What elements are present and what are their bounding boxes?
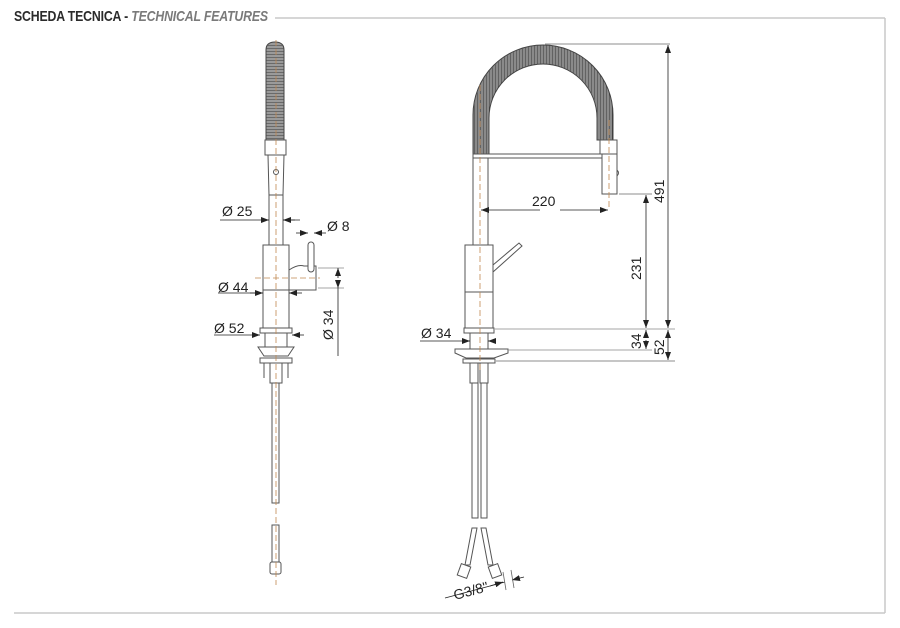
frame	[14, 17, 886, 614]
dim-connection: G3/8"	[452, 578, 490, 603]
dim-body-diameter: Ø 44	[218, 279, 249, 295]
dim-base-diameter: Ø 52	[214, 320, 245, 336]
dim-lever-diameter: Ø 8	[327, 218, 350, 234]
dim-spout-height: 231	[628, 256, 644, 280]
title-separator: -	[120, 8, 132, 25]
side-view-dimensions	[214, 217, 344, 356]
page-title: SCHEDA TECNICA - TECHNICAL FEATURES	[14, 8, 268, 25]
dim-ring-height: 34	[628, 333, 644, 349]
front-view	[454, 44, 619, 579]
side-view	[255, 40, 320, 585]
dim-total-height: 491	[651, 179, 667, 203]
dim-shank-diameter: Ø 34	[421, 325, 452, 341]
title-main: SCHEDA TECNICA	[14, 8, 121, 25]
title-sub: TECHNICAL FEATURES	[131, 8, 268, 25]
dim-spout-diameter: Ø 25	[222, 203, 253, 219]
front-view-dimensions	[420, 43, 675, 599]
dim-base-height: 52	[651, 339, 667, 355]
dim-handle-height: Ø 34	[320, 309, 336, 340]
dim-reach: 220	[532, 193, 556, 209]
